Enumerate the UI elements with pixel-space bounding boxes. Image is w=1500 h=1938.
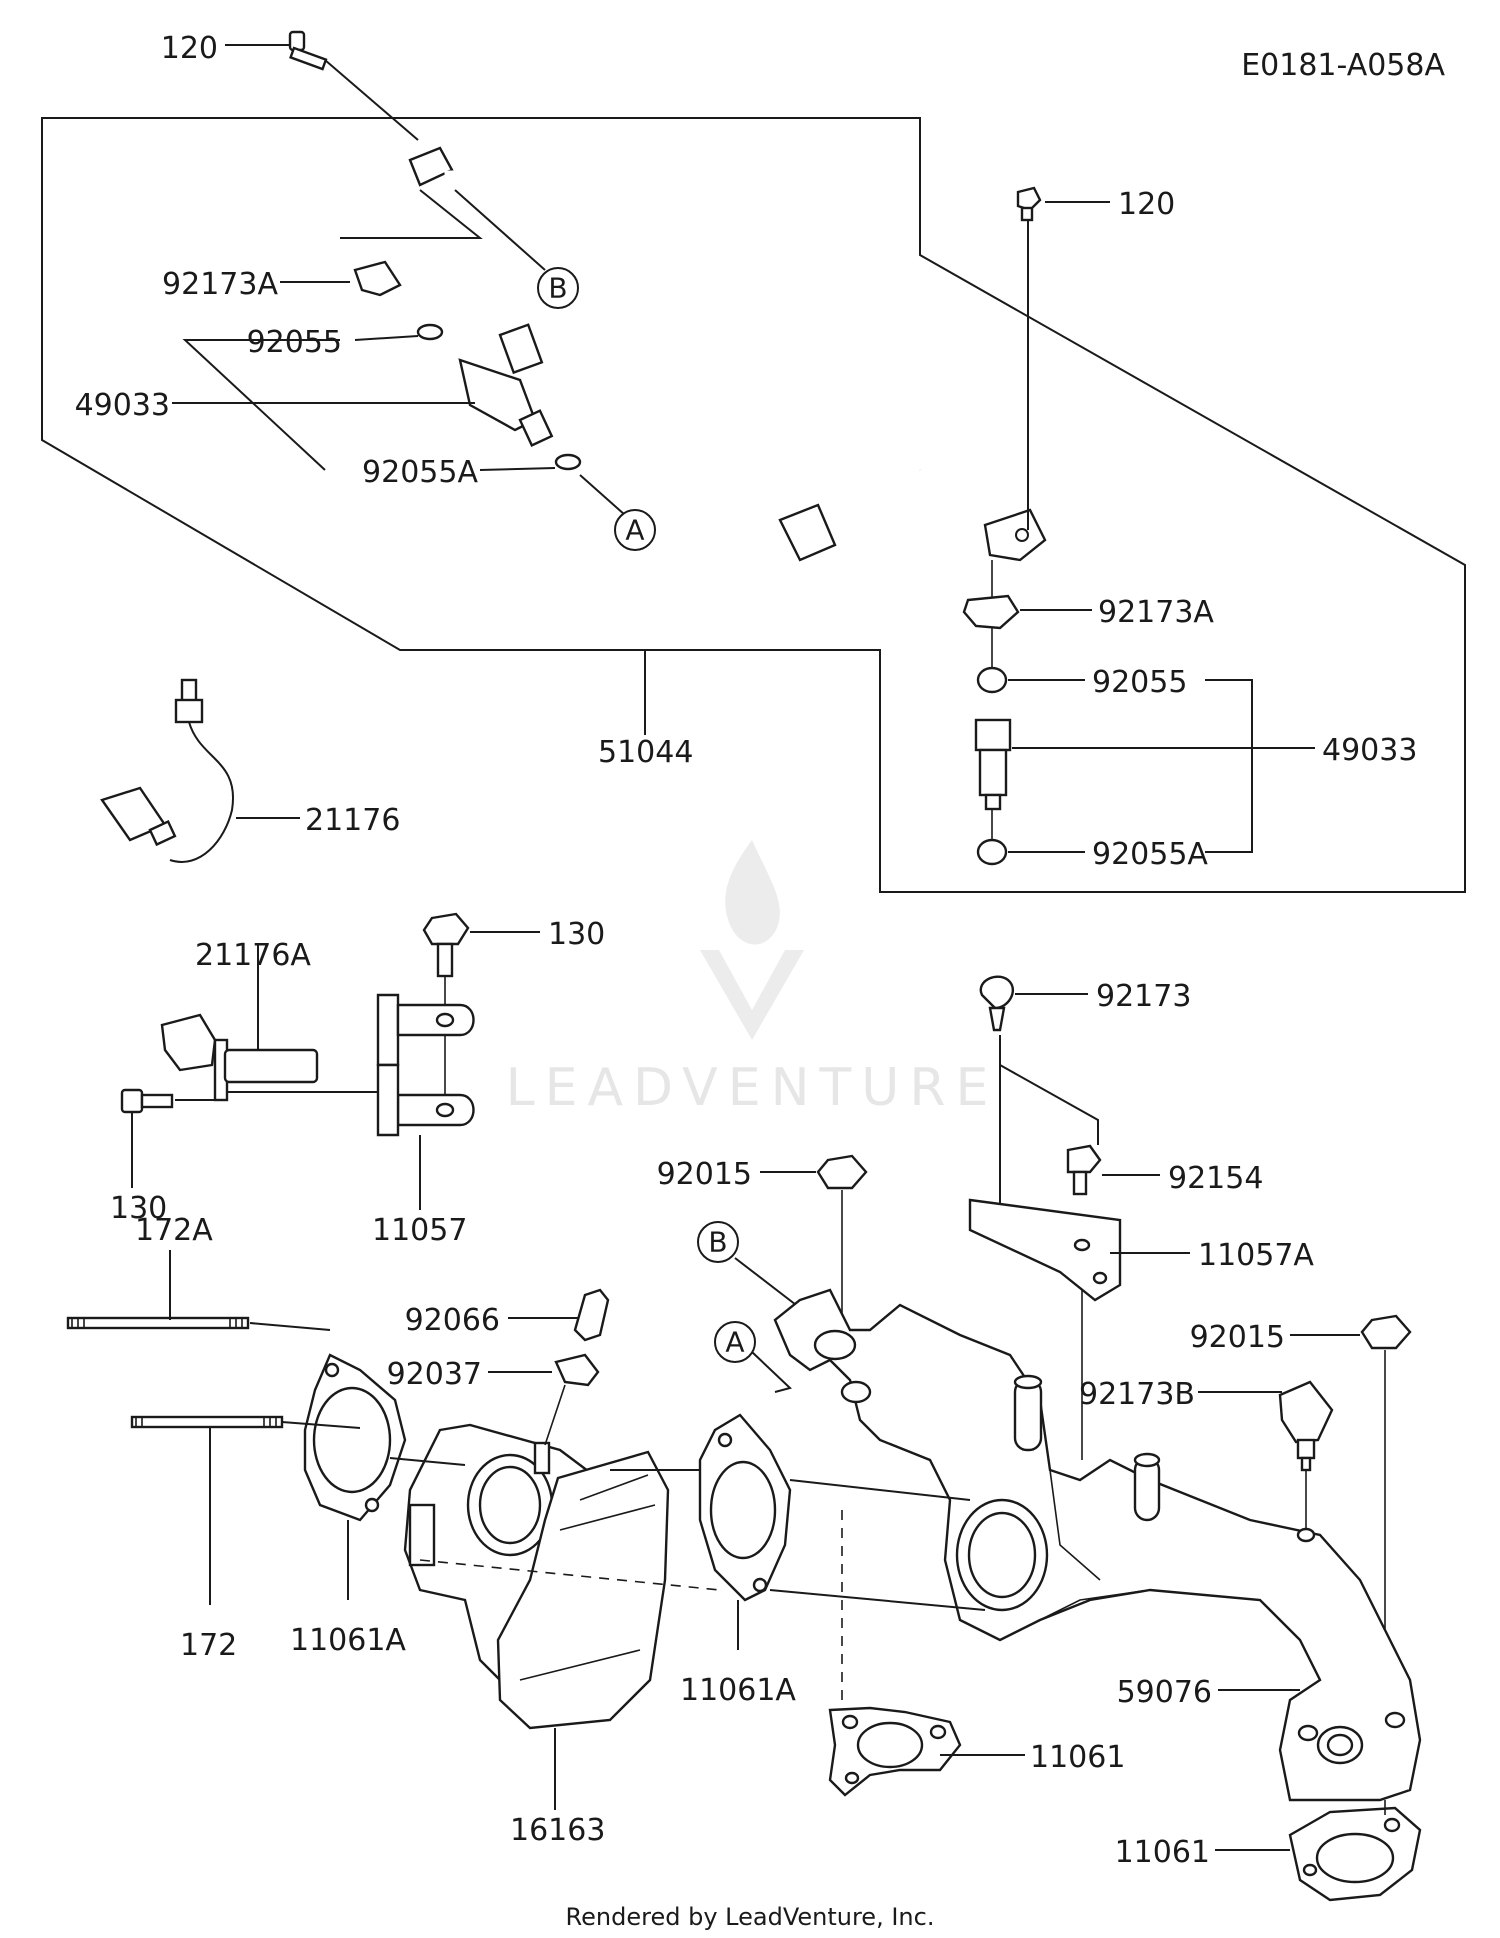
- label-120-right: 120: [1118, 187, 1175, 222]
- leader-92055A-left: [479, 467, 556, 471]
- label-11061-bottom: 11061: [1115, 1835, 1210, 1870]
- axis-92037: [544, 1384, 566, 1446]
- label-92037: 92037: [387, 1357, 482, 1392]
- clip-92173A-left: [353, 260, 402, 297]
- label-11057A: 11057A: [1198, 1238, 1314, 1273]
- label-130-top: 130: [548, 917, 605, 952]
- axis-stud-172: [281, 1421, 361, 1429]
- nut-92015-mid: [816, 1154, 868, 1190]
- label-120-top: 120: [161, 31, 218, 66]
- axis-throttle-1: [389, 1457, 466, 1466]
- label-92173: 92173: [1096, 979, 1191, 1014]
- bracket-92055-right: [1205, 679, 1253, 853]
- nut-92015-right: [1360, 1314, 1412, 1350]
- leader-callout-a-top: [579, 474, 626, 516]
- leader-92055-left: [354, 335, 419, 341]
- oring-92055A-left: [554, 453, 582, 471]
- callout-a-top-text: A: [625, 514, 644, 547]
- diagram-code: E0181-A058A: [1241, 48, 1445, 83]
- fuel-rail-hose: [408, 146, 1047, 562]
- label-172: 172: [180, 1628, 237, 1663]
- label-11061-mid: 11061: [1030, 1740, 1125, 1775]
- gasket-11061-mid: [828, 1706, 962, 1797]
- label-92154: 92154: [1168, 1161, 1263, 1196]
- footer-credit: Rendered by LeadVenture, Inc.: [566, 1903, 935, 1931]
- bracket-92055-left: [182, 339, 340, 471]
- cap-92066: [573, 1288, 610, 1342]
- label-92055A-right: 92055A: [1092, 837, 1208, 872]
- sensor-92173B: [1278, 1380, 1334, 1472]
- label-16163: 16163: [510, 1813, 605, 1848]
- oring-92055-right: [976, 666, 1008, 694]
- oring-92055-left: [416, 323, 444, 341]
- label-92173A-right: 92173A: [1098, 595, 1214, 630]
- callout-b-mid-text: B: [708, 1226, 727, 1259]
- label-49033-right: 49033: [1322, 733, 1417, 768]
- label-49033-left: 49033: [75, 388, 170, 423]
- stud-172A: [66, 1316, 250, 1330]
- label-130-left: 130: [110, 1191, 167, 1226]
- gasket-11061A-mid: [698, 1413, 792, 1602]
- label-59076: 59076: [1117, 1675, 1212, 1710]
- callout-b-top-text: B: [548, 272, 567, 305]
- bolt-130-left: [120, 1088, 174, 1114]
- bracket-92173A-left: [340, 189, 483, 239]
- clamp-92173: [979, 975, 1015, 1032]
- stud-172: [130, 1415, 284, 1429]
- label-11061A-left: 11061A: [290, 1623, 406, 1658]
- axis-stud-172A: [249, 1322, 331, 1331]
- bolt-130-top: [422, 912, 470, 978]
- label-21176: 21176: [305, 803, 400, 838]
- bolt-92154: [1066, 1144, 1102, 1196]
- label-92055-right: 92055: [1092, 665, 1187, 700]
- bolt-120-right: [1016, 186, 1042, 222]
- intake-manifold-59076: [773, 1288, 1422, 1802]
- injector-49033-left: [458, 323, 554, 447]
- watermark: LEADVENTURE: [506, 840, 999, 1118]
- oring-92055A-right: [976, 838, 1008, 866]
- label-92015-right: 92015: [1190, 1320, 1285, 1355]
- label-92173B: 92173B: [1079, 1377, 1195, 1412]
- label-92066: 92066: [405, 1303, 500, 1338]
- label-92055A-left: 92055A: [362, 455, 478, 490]
- bracket-11057: [376, 993, 475, 1137]
- gasket-11061-bottom: [1288, 1806, 1422, 1902]
- clip-92173A-right: [962, 594, 1020, 630]
- leader-callout-a-mid: [751, 1351, 792, 1393]
- axis-gasket-mid-2: [789, 1479, 971, 1501]
- label-11057: 11057: [372, 1213, 467, 1248]
- bracket-11057A: [968, 1198, 1122, 1302]
- gasket-11061A-left: [303, 1353, 407, 1522]
- label-11061A-mid: 11061A: [680, 1673, 796, 1708]
- label-51044: 51044: [598, 735, 693, 770]
- leader-callout-b-top: [454, 189, 546, 271]
- callout-a-mid: [714, 1321, 756, 1363]
- callout-b-mid: [697, 1221, 739, 1263]
- sensor-21176: [100, 678, 235, 863]
- injector-49033-right: [974, 718, 1012, 811]
- axis-gasket-mid-3: [769, 1589, 986, 1611]
- label-21176A: 21176A: [195, 938, 311, 973]
- label-92055-left: 92055: [247, 325, 342, 360]
- throttle-body-16163: [403, 1423, 670, 1730]
- callout-a-top: [614, 509, 656, 551]
- leader-120-top-b: [324, 59, 419, 141]
- axis-throttle-2: [419, 1559, 721, 1591]
- clip-92037: [554, 1353, 600, 1387]
- sensor-21176A: [160, 1013, 319, 1102]
- callout-a-mid-text: A: [725, 1326, 744, 1359]
- fuel-rail-group-outline: [41, 117, 1466, 893]
- label-92173A-left: 92173A: [162, 267, 278, 302]
- callout-b-top: [537, 267, 579, 309]
- leader-callout-b-mid: [734, 1257, 801, 1309]
- bracket-92173: [999, 1064, 1099, 1145]
- label-92015-mid: 92015: [657, 1157, 752, 1192]
- watermark-text: LEADVENTURE: [506, 1058, 999, 1118]
- label-172A: 172A: [135, 1213, 213, 1248]
- bolt-120-top: [288, 30, 328, 71]
